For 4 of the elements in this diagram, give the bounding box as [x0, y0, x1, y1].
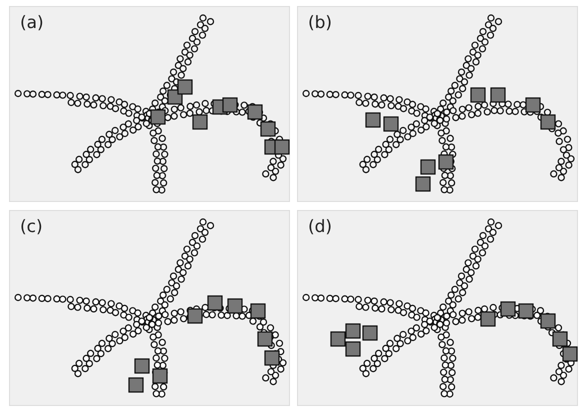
panel-label: (d) [308, 217, 332, 237]
panel-label: (c) [20, 217, 43, 237]
panel-label: (a) [20, 13, 44, 33]
panel-label: (b) [308, 13, 332, 33]
